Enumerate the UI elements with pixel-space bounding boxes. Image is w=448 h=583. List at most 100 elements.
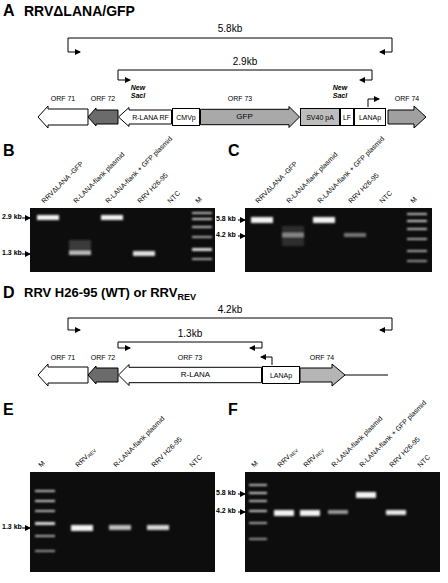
label-group: 1.3 kb	[2, 249, 22, 257]
label-group: RRV H26-95	[150, 435, 184, 469]
label-group: RRVREV	[276, 446, 299, 469]
lane-label: RRV H26-95	[136, 171, 169, 204]
gene-label: R-LANA	[181, 371, 210, 379]
gene-arrow: GFP	[200, 106, 300, 128]
label-group: 4.2 kb	[216, 231, 236, 239]
label-group: M	[194, 195, 204, 205]
label-group: NTC	[378, 189, 394, 205]
orf-label: ORF 71	[51, 354, 76, 361]
label-group: R-LANA-flank plasmid	[285, 150, 340, 205]
lane-label: M	[250, 459, 259, 468]
panel-title: RRV H26-95 (WT) or RRV	[24, 285, 177, 300]
gene-box: LF	[340, 108, 354, 126]
label-group: E	[3, 400, 14, 419]
marker-size: 5.8 kb	[216, 215, 236, 222]
label-group: ORF 71	[51, 95, 76, 103]
panel-letter: C	[228, 142, 240, 159]
label-group: 2.9kb	[233, 56, 257, 68]
orf-label: ORF 71	[51, 95, 76, 102]
label-group: 4.2 kb	[216, 507, 236, 515]
label-group: 2.9 kb	[2, 213, 22, 221]
marker-size: 1.3 kb	[2, 249, 22, 256]
label-group: B	[3, 141, 15, 160]
lane-label: NTC	[378, 189, 393, 204]
orf-label: ORF 72	[91, 95, 116, 102]
label-group: R-LANA-flank plasmid	[72, 150, 127, 205]
lane-label: M	[409, 195, 418, 204]
lane-label: M	[194, 195, 203, 204]
lane-label: NTC	[188, 453, 203, 468]
label-group: RRV H26-95	[347, 171, 381, 205]
label-group: C	[228, 141, 240, 160]
site-label: New SacI	[333, 84, 347, 99]
label-group: RRVREV	[74, 446, 97, 469]
lane-label: NTC	[416, 453, 431, 468]
panel-letter: B	[3, 142, 15, 159]
lane-label: R-LANA-flank + GFP plasmid	[104, 135, 173, 204]
label-group: NTC	[166, 189, 182, 205]
gene-label: GFP	[236, 113, 252, 121]
label-group: D	[3, 283, 15, 302]
orf-label: ORF 72	[91, 354, 116, 361]
label-group: ORF 71	[51, 354, 76, 362]
marker-size: 4.2 kb	[216, 231, 236, 238]
lane-label: REV	[289, 448, 300, 459]
gel-images	[30, 208, 440, 572]
label-group: A	[3, 1, 15, 20]
size-label: 5.8kb	[218, 23, 242, 34]
orf-label: ORF 73	[178, 354, 203, 361]
gene-label: SV40 pA	[306, 114, 334, 121]
arrow-shape	[201, 107, 300, 128]
marker-size: 1.3 kb	[2, 523, 22, 530]
lane-label: R-LANA-flank + GFP plasmid	[316, 135, 385, 204]
panel-title: RRVΔLANA/GFP	[24, 3, 135, 19]
label-group: M	[250, 459, 260, 469]
gene-label: R-LANA RF	[132, 114, 169, 121]
label-group: ORF 73	[228, 95, 253, 103]
label-group: M	[37, 459, 47, 469]
label-group: NTC	[416, 453, 432, 469]
orf-label: ORF 74	[395, 95, 420, 102]
label-group: 1.3kb	[178, 328, 202, 340]
label-group: RRV H26-95	[136, 171, 170, 205]
label-group: ORF 73	[178, 354, 203, 362]
site-label: New SacI	[131, 84, 145, 99]
size-label: 4.2kb	[218, 304, 242, 315]
brackets	[22, 38, 392, 528]
gene-label: LANAp	[270, 372, 292, 379]
lane-label: NTC	[166, 189, 181, 204]
orf-label: ORF 74	[310, 354, 335, 361]
lane-label: RRV H26-95	[388, 435, 421, 468]
marker-size: 4.2 kb	[216, 507, 236, 514]
label-group: 1.3 kb	[2, 523, 22, 531]
gene-arrow: R-LANA	[118, 364, 262, 386]
label-group: 5.8kb	[218, 23, 242, 35]
label-group: M	[409, 195, 419, 205]
arrow-shape	[119, 365, 262, 386]
lane-label: R-LANA-flank plasmid	[330, 414, 384, 468]
panel-letter: E	[3, 401, 14, 418]
arrow-shape	[119, 108, 172, 127]
gene-box: SV40 pA	[300, 108, 340, 126]
lane-label: REV	[315, 448, 326, 459]
label-group: 4.2kb	[218, 304, 242, 316]
gene-box: LANAp	[262, 366, 300, 384]
label-group: RRV H26-95 (WT) or RRVREV	[24, 285, 196, 301]
gene-label: CMVp	[176, 114, 195, 121]
panel-letter: F	[228, 401, 238, 418]
marker-size: 2.9 kb	[2, 213, 22, 220]
panel-title: REV	[177, 292, 196, 302]
size-label: 2.9kb	[233, 56, 257, 67]
gene-label: LANAp	[359, 114, 381, 121]
label-group: R-LANA-flank plasmid	[330, 414, 385, 469]
panel-letter: D	[3, 284, 15, 301]
gene-box: LANAp	[354, 108, 386, 126]
orf-label: ORF 73	[228, 95, 253, 102]
label-group: ORF 74	[310, 354, 335, 362]
lane-label: RRV H26-95	[347, 171, 380, 204]
lane-label: REV	[87, 448, 98, 459]
lane-label: RRV H26-95	[150, 435, 183, 468]
label-group: ORF 72	[91, 95, 116, 103]
label-group: 5.8 kb	[216, 215, 236, 223]
label-group: F	[228, 400, 238, 419]
